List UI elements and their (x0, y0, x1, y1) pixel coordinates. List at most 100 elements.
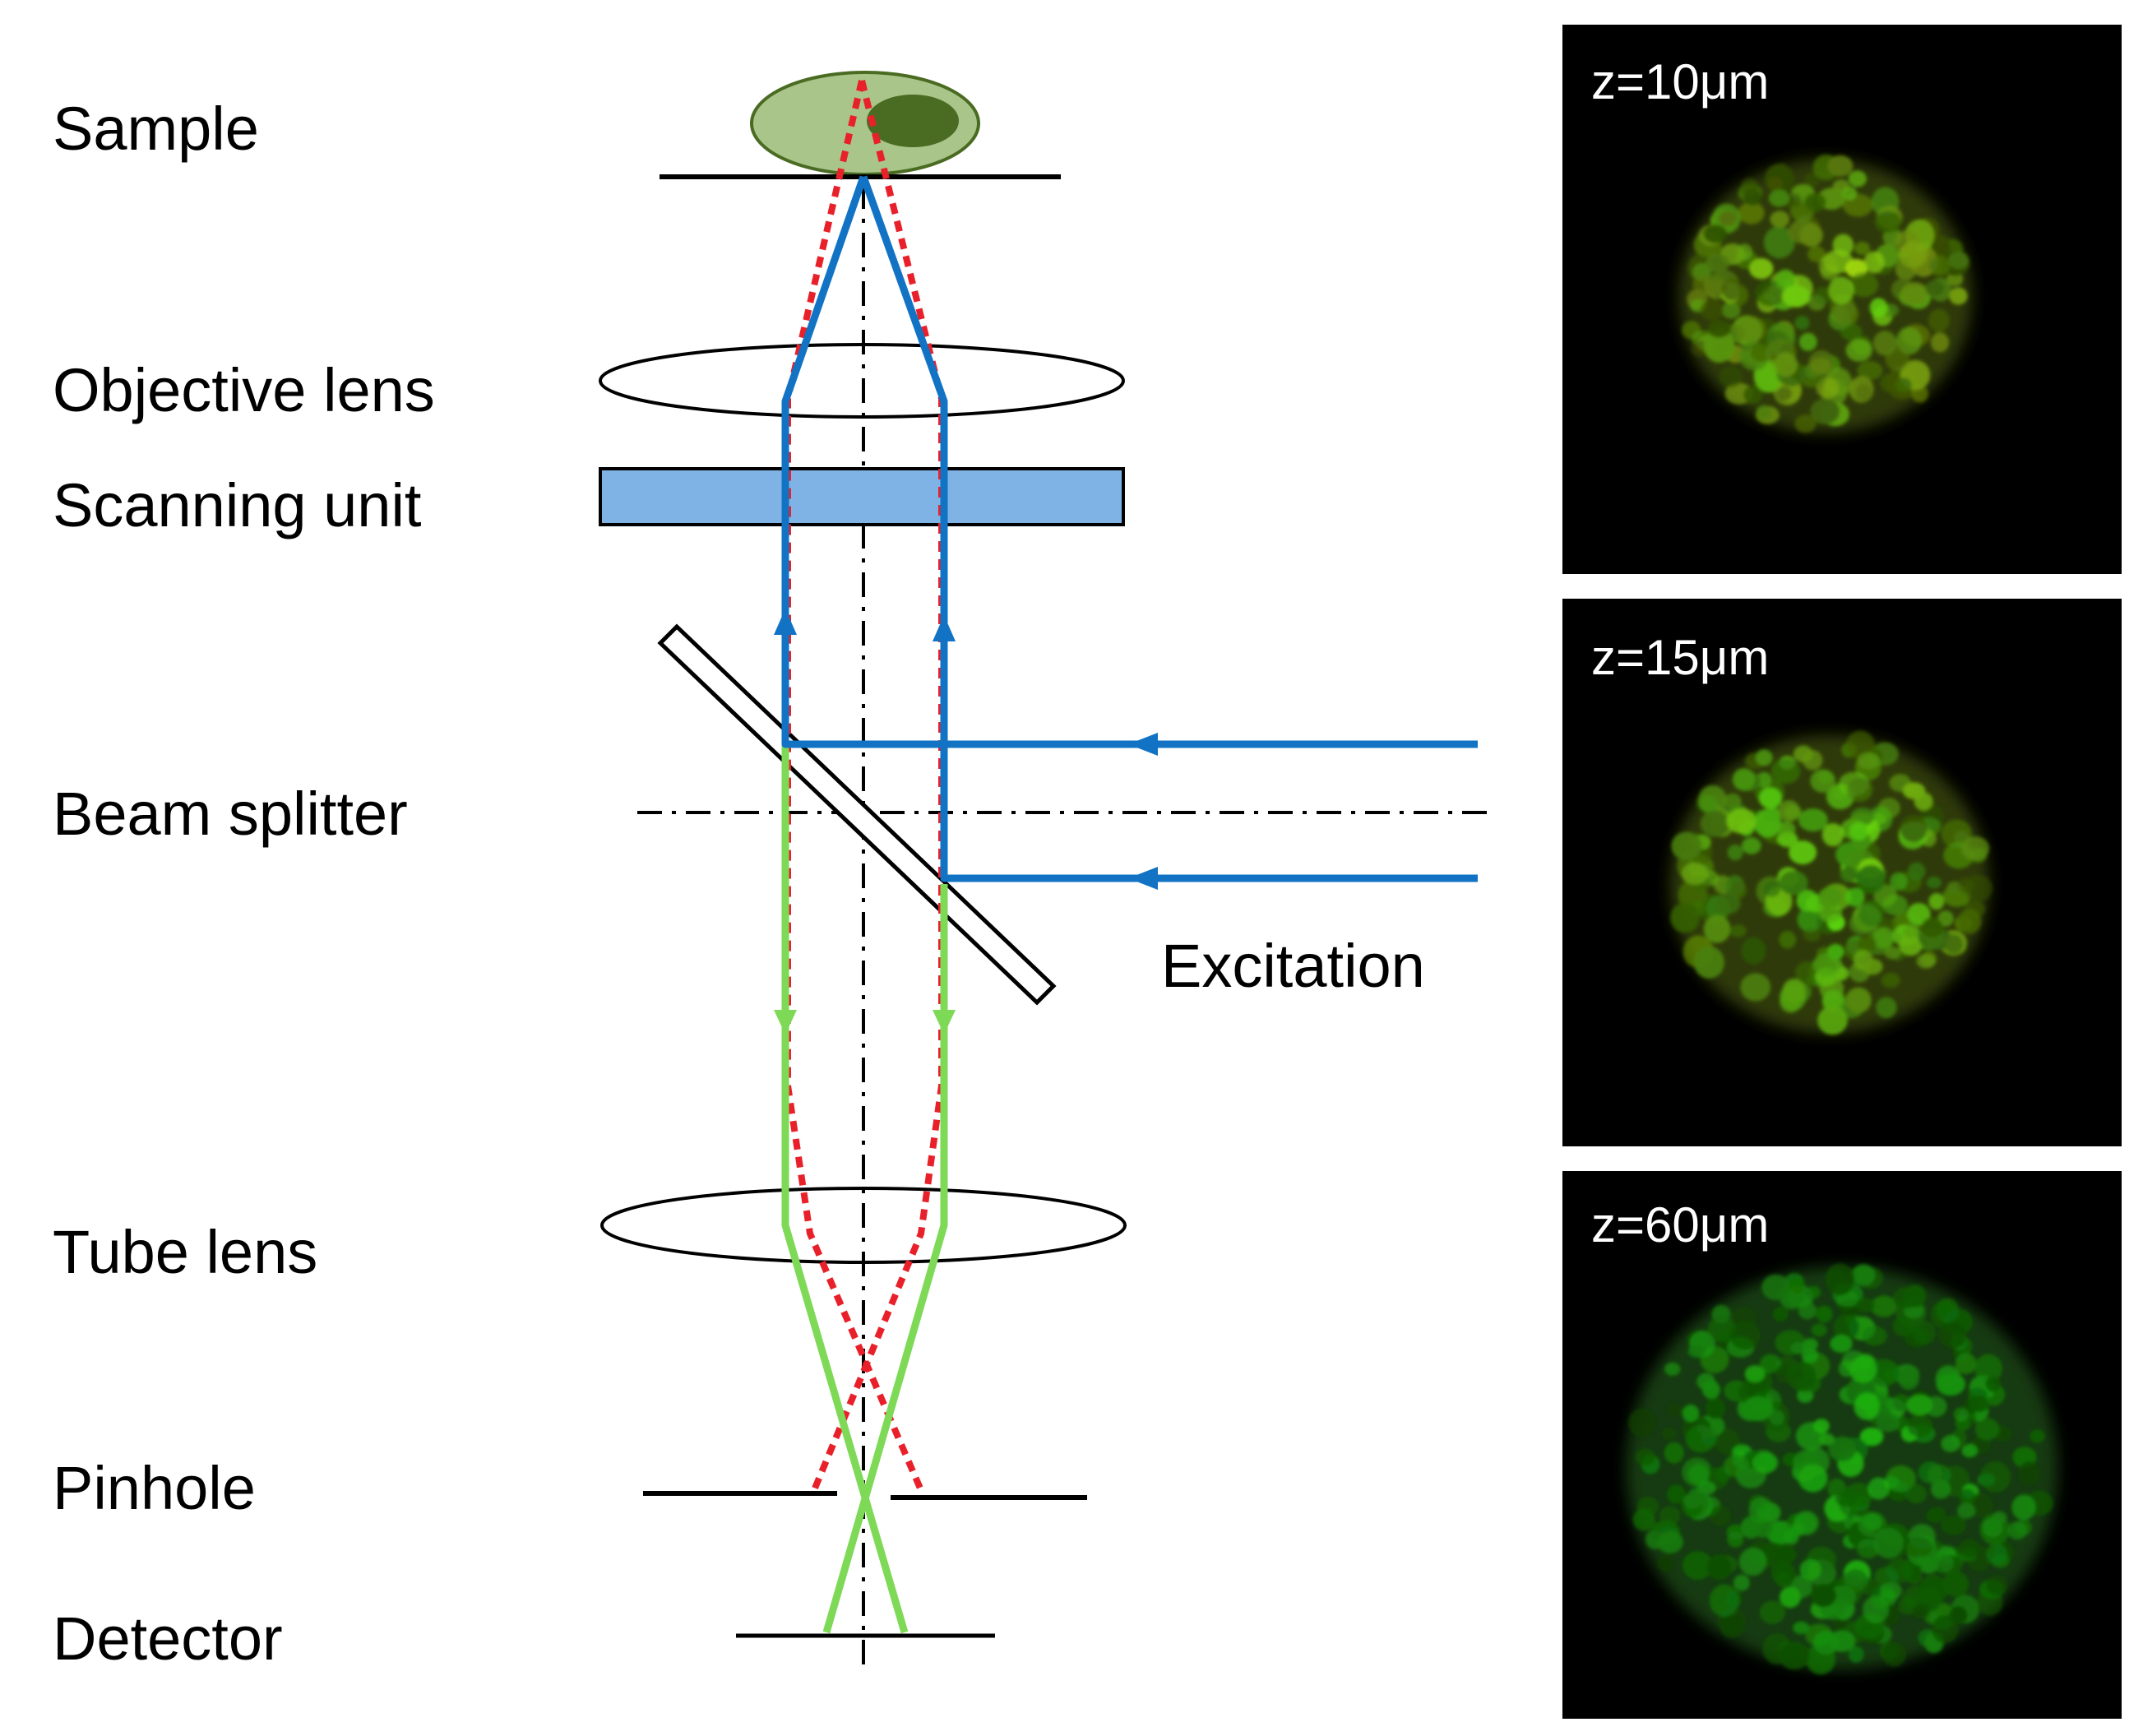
cell (1632, 1508, 1655, 1531)
tube-lens (600, 1187, 1127, 1264)
label-scanning-unit: Scanning unit (53, 471, 422, 539)
cell (1628, 1408, 1656, 1437)
cell (1759, 1600, 1786, 1624)
cell (1863, 1595, 1889, 1623)
cell (1760, 1354, 1781, 1373)
cell (1813, 286, 1832, 305)
cell (1907, 1414, 1932, 1437)
cell (1740, 973, 1771, 1002)
excitation-arrowhead-up-left (774, 609, 797, 635)
cell (1900, 815, 1928, 843)
cell (1846, 777, 1873, 802)
cell (1855, 383, 1872, 402)
cell (1810, 1584, 1836, 1608)
cell (1961, 1443, 1978, 1458)
cell (1719, 366, 1743, 388)
cell (1693, 946, 1724, 979)
cell (1748, 257, 1774, 280)
cell (1974, 1354, 2002, 1383)
cell (1985, 1376, 2001, 1392)
cell (1659, 1506, 1681, 1525)
cell (1789, 840, 1817, 865)
cell (1799, 223, 1823, 248)
cell (1813, 1419, 1830, 1434)
cell (1772, 1545, 1797, 1564)
cell (1908, 862, 1926, 881)
cell (1756, 405, 1772, 420)
excitation-arrowhead-up-right (933, 615, 956, 641)
cell (1926, 1507, 1945, 1523)
cell (1828, 1630, 1856, 1652)
cell-cluster-image (1669, 730, 1993, 1035)
cell (1832, 234, 1854, 257)
cell (1741, 837, 1761, 854)
cell (1715, 892, 1741, 914)
cell (1667, 1484, 1686, 1504)
emission-arrowhead-right (933, 1010, 956, 1035)
cell (1778, 799, 1800, 822)
cell (1912, 1321, 1937, 1345)
cell (1706, 253, 1730, 273)
cell (1780, 1586, 1801, 1609)
cell (1719, 1614, 1744, 1638)
cell (1770, 211, 1790, 228)
cell (1710, 1506, 1732, 1527)
cell (1827, 155, 1854, 177)
cell (1854, 241, 1871, 256)
cell (1862, 958, 1883, 975)
cell (1700, 1345, 1729, 1373)
beam-splitter-plate (657, 623, 1057, 1006)
cell (1681, 862, 1709, 886)
cell (1705, 1397, 1726, 1419)
cell (1803, 928, 1821, 942)
cell (1776, 387, 1792, 401)
cell (1845, 339, 1872, 362)
depth-label: z=15μm (1591, 630, 1769, 685)
cell (1849, 272, 1879, 298)
cell (1845, 887, 1865, 907)
cell (1700, 810, 1730, 837)
cell (1927, 1464, 1951, 1486)
label-excitation: Excitation (1161, 932, 1425, 1000)
emission-ray-right (822, 884, 948, 1634)
cell (1804, 1285, 1821, 1299)
cell (1974, 1418, 2000, 1441)
cell (1959, 1488, 1975, 1505)
cell (1775, 1330, 1806, 1356)
excitation-ray-upper (781, 175, 1478, 748)
cell (1890, 872, 1908, 891)
cell (1763, 881, 1781, 897)
cell (1957, 1502, 1976, 1519)
cell (1794, 414, 1817, 433)
cell (1719, 211, 1737, 227)
cell (1738, 201, 1765, 225)
cell (1941, 1515, 1967, 1535)
cell (1682, 1551, 1713, 1581)
cell (1930, 332, 1950, 353)
cell (1937, 910, 1954, 927)
cell (1707, 320, 1731, 338)
cell (1664, 1442, 1684, 1464)
cell (1921, 951, 1937, 967)
cell (1848, 170, 1867, 187)
cell (1740, 178, 1759, 197)
cell (1777, 821, 1796, 837)
z-stack-image-60um: z=60μm (1562, 1171, 2122, 1719)
cell (1928, 892, 1945, 910)
label-beam-splitter: Beam splitter (53, 780, 408, 848)
cell (1758, 787, 1783, 809)
cell (1817, 1006, 1848, 1035)
cell (1753, 1520, 1773, 1539)
cell (1744, 1365, 1766, 1383)
depth-label: z=60μm (1591, 1197, 1769, 1252)
cell (1804, 172, 1821, 187)
cell (1858, 900, 1885, 928)
cell (1899, 934, 1923, 956)
cell (1810, 769, 1836, 793)
cell (1709, 1584, 1740, 1617)
emission-arrowhead-left (774, 1010, 797, 1035)
cell (1781, 285, 1811, 308)
cell (1724, 1454, 1750, 1478)
z-stack-image-15um: z=15μm (1562, 599, 2122, 1146)
cell (1928, 255, 1951, 277)
